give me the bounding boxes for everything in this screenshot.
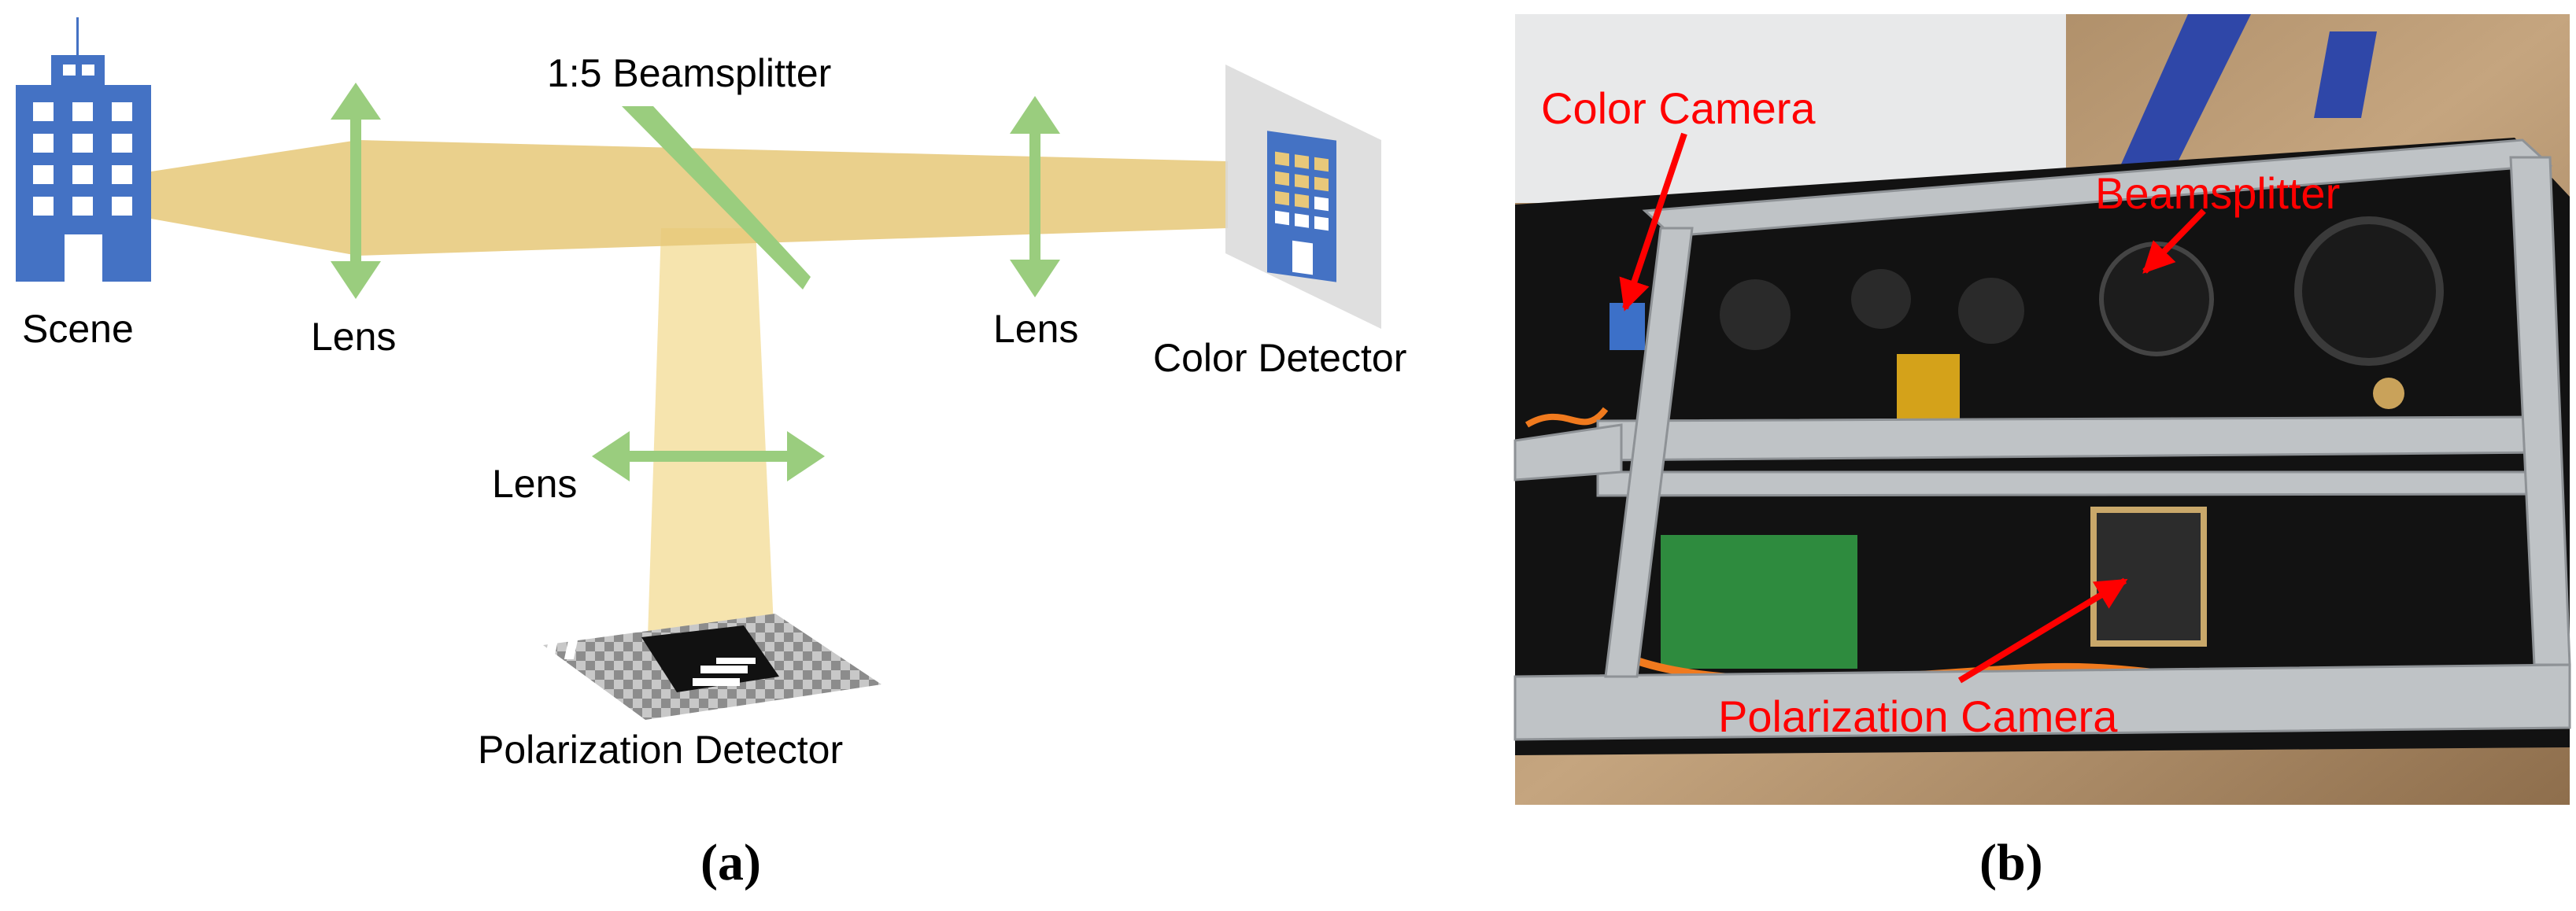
polarization-camera-annotation: Polarization Camera <box>1718 692 2118 741</box>
color-detector-icon <box>1225 65 1381 329</box>
panel-a: Scene Lens 1:5 Beamsplitter Lens Color D… <box>16 17 1406 891</box>
beamsplitter-label: 1:5 Beamsplitter <box>547 51 831 95</box>
beam-to-polarization <box>647 228 775 661</box>
polarization-camera-body <box>2094 510 2204 644</box>
scene-building-icon <box>16 17 151 282</box>
color-camera-body <box>1610 303 1645 350</box>
scene-label: Scene <box>22 307 134 351</box>
beamsplitter-annotation: Beamsplitter <box>2095 168 2340 218</box>
panel-b: Color Camera Beamsplitter Polarization C… <box>1515 14 2570 891</box>
polarization-detector-icon <box>524 614 881 720</box>
circuit-board <box>1661 535 1857 669</box>
color-detector-label: Color Detector <box>1153 336 1406 380</box>
polarization-detector-label: Polarization Detector <box>478 728 843 772</box>
lens-2-label: Lens <box>993 307 1078 351</box>
caption-a: (a) <box>700 834 761 891</box>
color-camera-annotation: Color Camera <box>1541 83 1816 133</box>
lens-3-label: Lens <box>492 462 577 506</box>
caption-b: (b) <box>1979 834 2043 891</box>
lens-1-label: Lens <box>311 315 396 359</box>
